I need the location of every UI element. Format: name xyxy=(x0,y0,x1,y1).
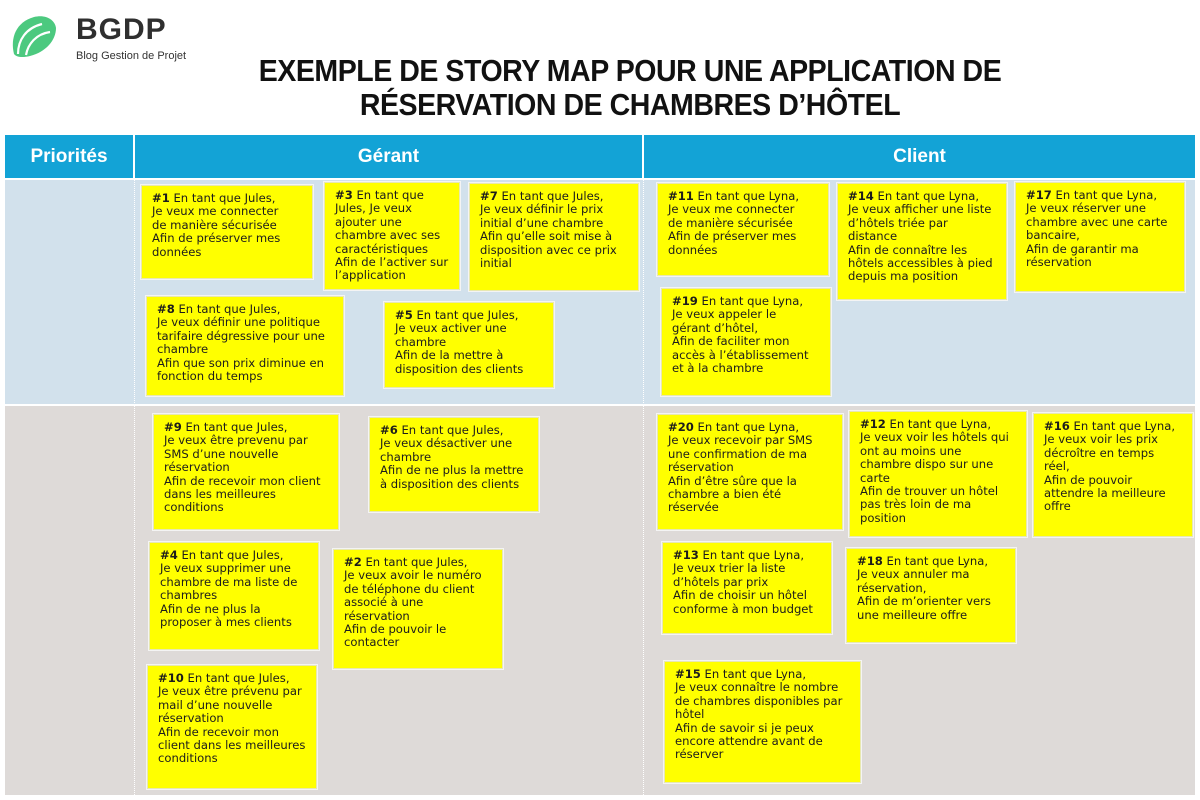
story-card-4[interactable]: #4 En tant que Jules, Je veux supprimer … xyxy=(149,542,319,650)
story-card-3[interactable]: #3 En tant que Jules, Je veux ajouter un… xyxy=(324,182,460,290)
story-card-12[interactable]: #12 En tant que Lyna, Je veux voir les h… xyxy=(849,411,1027,537)
header-priorities: Priorités xyxy=(5,135,133,178)
column-divider xyxy=(643,180,644,795)
page-title: EXEMPLE DE STORY MAP POUR UNE APPLICATIO… xyxy=(188,54,1071,122)
header-manager: Gérant xyxy=(135,135,642,178)
leaf-logo-icon xyxy=(12,16,57,58)
logo: BGDP Blog Gestion de Projet xyxy=(8,12,208,62)
story-card-16[interactable]: #16 En tant que Lyna, Je veux voir les p… xyxy=(1033,413,1193,537)
story-card-10[interactable]: #10 En tant que Jules, Je veux être prév… xyxy=(147,665,317,789)
story-card-11[interactable]: #11 En tant que Lyna, Je veux me connect… xyxy=(657,183,829,276)
story-card-17[interactable]: #17 En tant que Lyna, Je veux réserver u… xyxy=(1015,182,1185,292)
story-card-20[interactable]: #20 En tant que Lyna, Je veux recevoir p… xyxy=(657,414,843,530)
story-card-1[interactable]: #1 En tant que Jules, Je veux me connect… xyxy=(141,185,313,279)
story-card-13[interactable]: #13 En tant que Lyna, Je veux trier la l… xyxy=(662,542,832,634)
story-card-6[interactable]: #6 En tant que Jules, Je veux désactiver… xyxy=(369,417,539,512)
story-card-18[interactable]: #18 En tant que Lyna, Je veux annuler ma… xyxy=(846,548,1016,643)
title-line-1: EXEMPLE DE STORY MAP POUR UNE APPLICATIO… xyxy=(258,53,1002,88)
story-card-14[interactable]: #14 En tant que Lyna, Je veux afficher u… xyxy=(837,183,1007,300)
story-card-19[interactable]: #19 En tant que Lyna, Je veux appeler le… xyxy=(661,288,831,396)
title-line-2: RÉSERVATION DE CHAMBRES D’HÔTEL xyxy=(359,87,901,122)
story-card-9[interactable]: #9 En tant que Jules, Je veux être preve… xyxy=(153,414,339,530)
column-divider xyxy=(134,180,135,795)
story-card-7[interactable]: #7 En tant que Jules, Je veux définir le… xyxy=(469,183,639,291)
story-card-2[interactable]: #2 En tant que Jules, Je veux avoir le n… xyxy=(333,549,503,669)
story-card-8[interactable]: #8 En tant que Jules, Je veux définir un… xyxy=(146,296,344,396)
header-client: Client xyxy=(644,135,1195,178)
logo-subtitle: Blog Gestion de Projet xyxy=(76,50,187,62)
story-card-5[interactable]: #5 En tant que Jules, Je veux activer un… xyxy=(384,302,554,388)
logo-name: BGDP xyxy=(76,13,167,46)
story-card-15[interactable]: #15 En tant que Lyna, Je veux connaître … xyxy=(664,661,861,783)
